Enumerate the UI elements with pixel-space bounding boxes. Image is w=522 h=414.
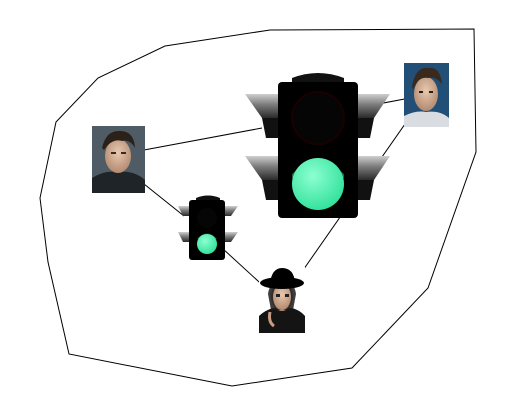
green-lamp-on bbox=[292, 158, 344, 210]
network-boundary bbox=[39, 28, 477, 387]
edge-left-to-large-light bbox=[143, 127, 263, 151]
traffic-light-large bbox=[245, 73, 390, 218]
edge-left-to-small-light bbox=[143, 183, 185, 217]
small-red-lamp-off bbox=[197, 208, 217, 228]
small-green-lamp-on bbox=[197, 234, 217, 254]
traffic-light-small bbox=[178, 195, 238, 260]
person-bottom-photo bbox=[259, 267, 305, 333]
red-lamp-off bbox=[291, 91, 345, 145]
person-top-right-photo bbox=[404, 63, 449, 127]
person-left-photo bbox=[92, 126, 145, 193]
